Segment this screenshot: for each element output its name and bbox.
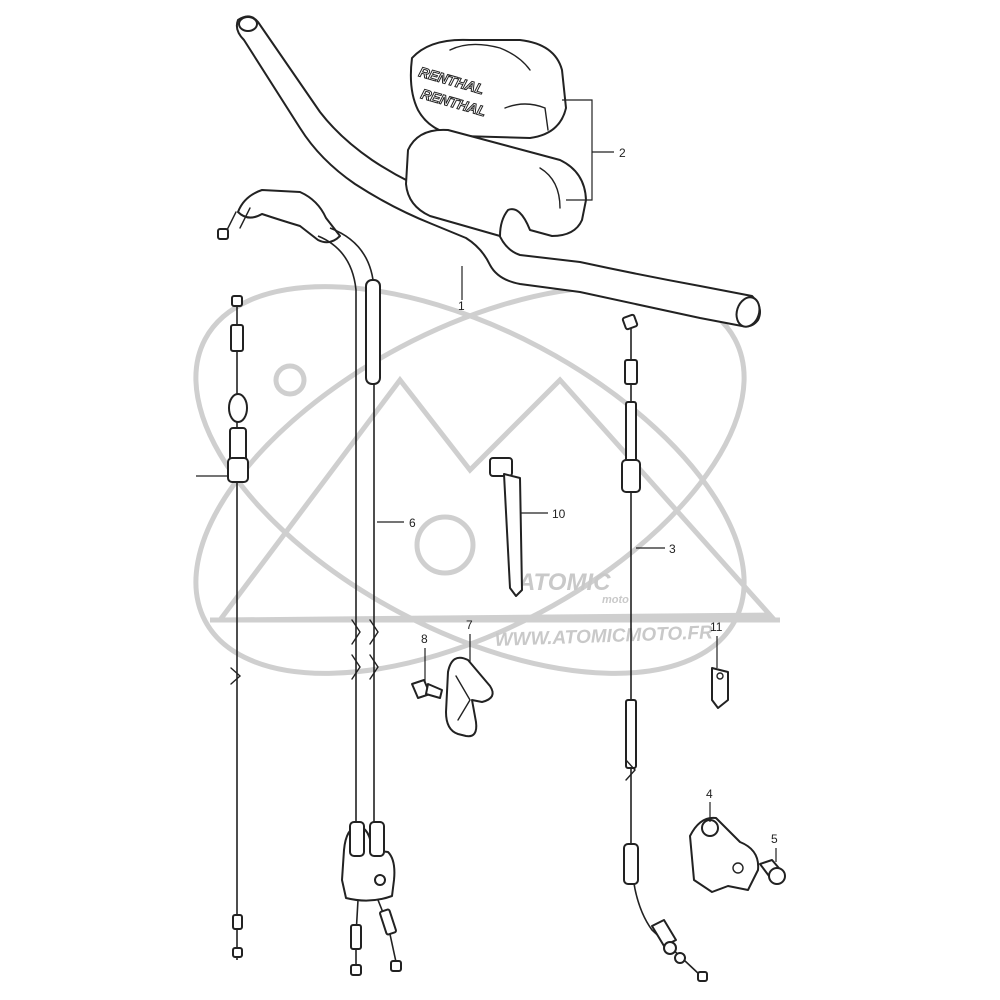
handlebar-end: [735, 296, 761, 328]
handlebar-end-left: [238, 16, 258, 32]
callout-5: 5: [771, 832, 778, 846]
callout-2: 2: [619, 146, 626, 160]
watermark-orbit-1: [193, 284, 747, 676]
throttle-junction-boot-left: [349, 821, 365, 857]
handlebar-tube: [235, 15, 761, 328]
bar-pad-lower: [405, 128, 587, 237]
bar-pad-lower-edge: [539, 167, 561, 209]
clutch-cable-nipple-bottom: [697, 971, 708, 982]
bolt-5-flange: [768, 867, 786, 885]
watermark-dot-left: [273, 363, 307, 397]
cable-tie-head: [489, 457, 513, 477]
cable-guide-body: [445, 656, 494, 738]
throttle-junction-screw: [374, 874, 386, 886]
bolt-8-shank: [425, 683, 443, 699]
left-cable-nipple-bottom: [232, 947, 243, 958]
callout-11: 11: [710, 620, 723, 634]
throttle-cable-break-low: [351, 654, 379, 680]
watermark-logo-sub: moto: [602, 594, 629, 606]
left-cable[interactable]: [196, 295, 249, 960]
cable-tie[interactable]: [489, 457, 523, 597]
clamp-plate[interactable]: [711, 667, 729, 709]
clamp-plate-hole: [716, 672, 724, 680]
bar-pad-logo-swoosh: [449, 43, 531, 71]
handlebar[interactable]: [235, 15, 763, 329]
callout-labels: 1 2 3 4 5 6 7 8 10 11: [409, 146, 778, 846]
clutch-cable-adjuster-bottom: [651, 919, 677, 947]
leader-2-bracket: [562, 99, 593, 201]
clutch-cable-break: [625, 759, 636, 781]
throttle-nipple-left: [350, 964, 362, 976]
watermark-url: WWW.ATOMICMOTO.FR: [494, 622, 713, 651]
throttle-cable[interactable]: [217, 189, 402, 976]
clamp-plate-body: [711, 667, 729, 709]
bolt-8[interactable]: [411, 679, 443, 699]
left-cable-nipple-top: [231, 295, 243, 307]
callout-8: 8: [421, 632, 428, 646]
callout-1: 1: [458, 299, 465, 313]
cable-bracket-hole: [732, 862, 744, 874]
left-cable-adjuster-top: [230, 324, 244, 352]
throttle-cable-boot: [365, 279, 381, 385]
bar-pad[interactable]: RENTHAL RENTHAL: [405, 38, 587, 237]
bolt-5[interactable]: [759, 859, 786, 885]
clutch-cable-nipple-top: [621, 313, 639, 331]
bar-pad-upper-slot: [504, 103, 549, 131]
throttle-cable-break-mid: [351, 619, 379, 645]
callout-3: 3: [669, 542, 676, 556]
cable-bracket-body: [689, 816, 760, 893]
throttle-nipple-right: [390, 960, 402, 972]
watermark: ATOMIC moto WWW.ATOMICMOTO.FR: [193, 284, 780, 676]
throttle-cable-left-run: [317, 235, 357, 840]
cable-guide[interactable]: [445, 656, 494, 738]
left-cable-clamp: [227, 457, 249, 483]
clutch-cable-lower-sleeve: [625, 699, 637, 769]
watermark-mountain: [214, 375, 776, 623]
throttle-housing: [237, 189, 341, 244]
throttle-junction-boot-right: [369, 821, 385, 857]
throttle-adjuster-left: [350, 924, 362, 950]
callout-leaders: [377, 99, 777, 862]
clutch-cable-nut-2: [674, 952, 686, 964]
cable-bracket-boss: [701, 819, 719, 837]
cable-bracket[interactable]: [689, 816, 760, 893]
callout-10: 10: [552, 507, 566, 521]
clutch-cable-clamp: [621, 459, 641, 493]
throttle-nipple-top: [217, 228, 229, 240]
cable-tie-strap: [503, 473, 523, 597]
callout-6: 6: [409, 516, 416, 530]
clutch-cable-adjuster-top: [624, 359, 638, 385]
left-cable-break: [230, 667, 242, 685]
clutch-cable-run: [630, 328, 701, 976]
left-cable-boot: [228, 393, 248, 423]
clutch-cable-upper-sleeve: [625, 401, 637, 465]
callout-4: 4: [706, 787, 713, 801]
callout-7: 7: [466, 618, 473, 632]
watermark-logo-text: ATOMIC: [517, 569, 611, 596]
clutch-cable-lower-boot: [623, 843, 639, 885]
clutch-cable[interactable]: [621, 313, 708, 982]
left-cable-end-fitting: [232, 914, 243, 930]
bar-pad-upper: [409, 38, 567, 139]
cable-guide-slot: [455, 675, 471, 721]
clutch-cable-nut-1: [663, 941, 677, 955]
watermark-dot-center: [414, 514, 476, 576]
throttle-adjuster-right: [379, 908, 397, 936]
